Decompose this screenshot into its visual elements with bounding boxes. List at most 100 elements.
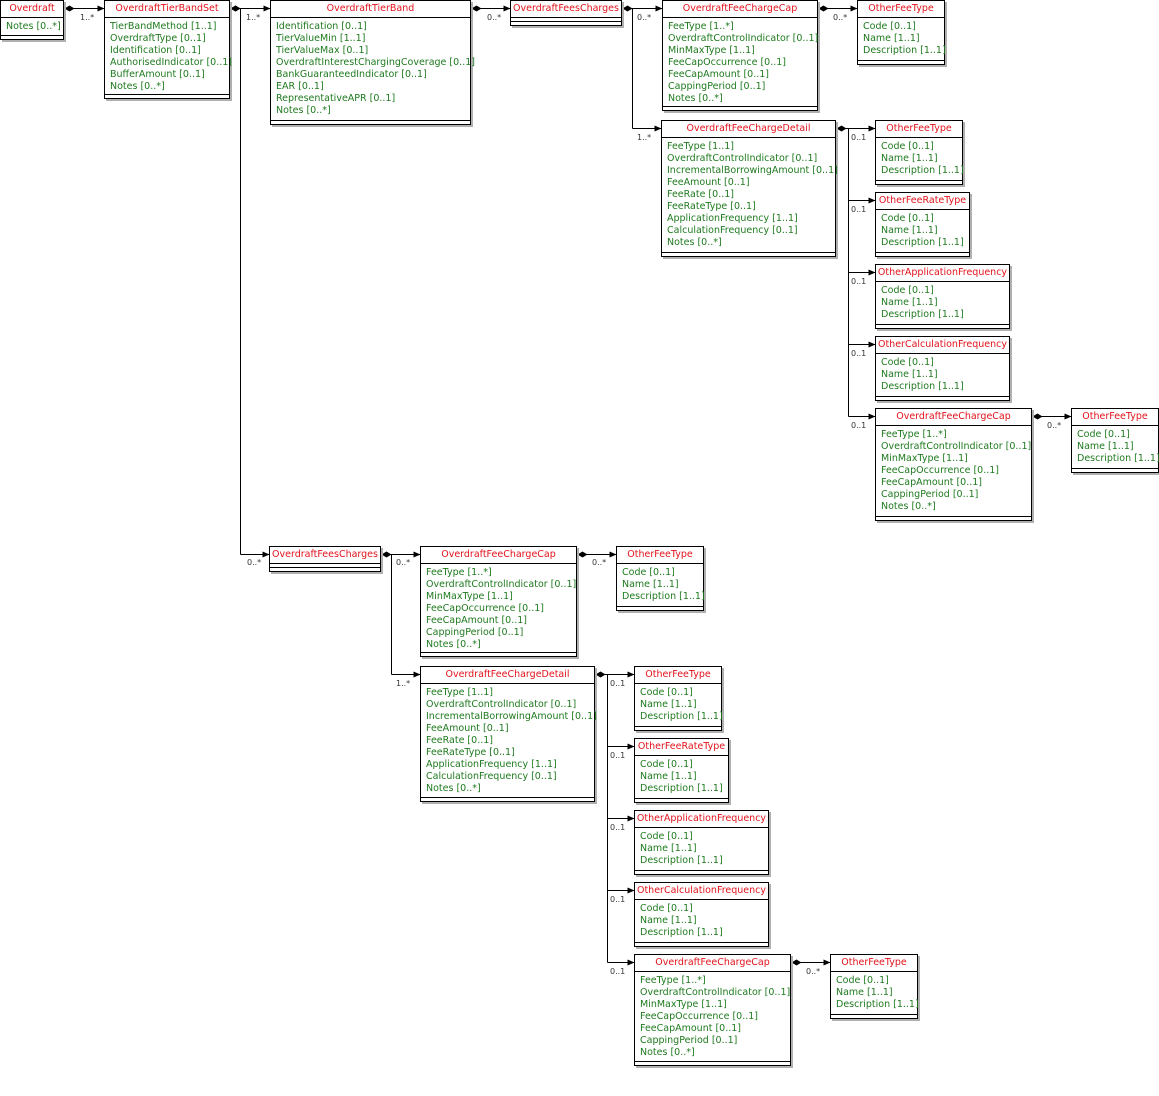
class-attributes: Code [0..1]Name [1..1]Description [1..1] [635,756,728,798]
class-attribute: BufferAmount [0..1] [110,69,205,80]
class-attribute: OverdraftType [0..1] [110,33,206,44]
class-footer-divider [876,324,1009,325]
class-title: OtherApplicationFrequency [876,265,1009,282]
class-title: OverdraftTierBand [271,1,470,18]
class-attribute: Description [1..1] [881,309,964,320]
class-attribute: IncrementalBorrowingAmount [0..1] [667,165,838,176]
multiplicity-label: 0..* [806,967,821,976]
composition-diamond-icon [818,5,829,12]
class-attribute: FeeRateType [0..1] [667,201,756,212]
multiplicity-label: 0..* [833,13,848,22]
class-attribute: FeeCapAmount [0..1] [426,615,528,626]
class-attribute: AuthorisedIndicator [0..1] [110,57,232,68]
arrowhead-icon [627,959,635,966]
class-footer-divider [635,870,768,871]
class-title: OtherFeeType [876,121,962,138]
class-attributes: Code [0..1]Name [1..1]Description [1..1] [635,828,768,870]
composition-diamond-icon [381,551,392,558]
class-footer-divider [876,252,969,253]
class-attribute: Description [1..1] [640,783,723,794]
arrowhead-icon [627,671,635,678]
class-attribute: OverdraftControlIndicator [0..1] [426,579,577,590]
arrowhead-icon [627,743,635,750]
class-attribute: ApplicationFrequency [1..1] [667,213,798,224]
multiplicity-label: 1..* [246,13,261,22]
multiplicity-label: 1..* [396,679,411,688]
class-attribute: FeeCapOccurrence [0..1] [668,57,786,68]
class-attribute: Code [0..1] [640,831,693,842]
arrowhead-icon [627,887,635,894]
class-attribute: OverdraftControlIndicator [0..1] [640,987,791,998]
class-title: OverdraftFeesCharges [270,547,380,564]
class-title: OverdraftFeeChargeCap [421,547,576,564]
arrowhead-icon [503,5,511,12]
class-attribute: Name [1..1] [863,33,920,44]
class-attribute: Notes [0..*] [110,81,165,92]
class-title: OtherFeeType [617,547,703,564]
class-footer-divider [105,94,229,95]
class-attribute: MinMaxType [1..1] [426,591,513,602]
class-attribute: RepresentativeAPR [0..1] [276,93,396,104]
class-attribute: Code [0..1] [881,141,934,152]
class-footer-divider [635,798,728,799]
multiplicity-label: 0..* [396,558,411,567]
multiplicity-label: 0..1 [610,967,626,976]
arrowhead-icon [655,5,663,12]
class-attribute: FeeRate [0..1] [667,189,734,200]
class-attributes: Code [0..1]Name [1..1]Description [1..1] [635,684,723,726]
class-attribute: Identification [0..1] [110,45,201,56]
class-attribute: Name [1..1] [640,843,697,854]
class-box: OverdraftFeesCharges [269,546,381,572]
class-attribute: Code [0..1] [622,567,675,578]
class-attribute: FeeCapOccurrence [0..1] [881,465,999,476]
class-footer-divider [876,516,1031,517]
class-attributes: FeeType [1..*]OverdraftControlIndicator … [663,18,818,108]
class-attribute: ApplicationFrequency [1..1] [426,759,557,770]
multiplicity-label: 0..1 [610,751,626,760]
class-attribute: CappingPeriod [0..1] [881,489,979,500]
class-title: Overdraft [1,1,63,18]
class-title: OtherFeeType [635,667,721,684]
class-attribute: FeeCapAmount [0..1] [640,1023,742,1034]
arrowhead-icon [654,125,662,132]
multiplicity-label: 0..1 [851,277,867,286]
composition-diamond-icon [64,5,75,12]
multiplicity-label: 0..1 [851,205,867,214]
arrowhead-icon [97,5,105,12]
class-attributes: FeeType [1..*]OverdraftControlIndicator … [876,426,1031,516]
class-attribute: Name [1..1] [881,153,938,164]
class-title: OverdraftFeesCharges [511,1,621,18]
class-footer-divider [635,726,721,727]
class-attribute: Notes [0..*] [6,21,61,32]
class-attribute: CappingPeriod [0..1] [668,81,766,92]
class-attributes: Code [0..1]Name [1..1]Description [1..1] [635,900,768,942]
class-footer-divider [876,396,1009,397]
class-footer-divider [876,180,962,181]
class-attribute: FeeAmount [0..1] [667,177,750,188]
class-attribute: MinMaxType [1..1] [668,45,755,56]
class-footer-divider [1072,468,1158,469]
class-attributes: Code [0..1]Name [1..1]Description [1..1] [831,972,919,1014]
class-title: OtherCalculationFrequency [635,883,768,900]
class-attribute: Name [1..1] [640,771,697,782]
class-attribute: TierValueMin [1..1] [276,33,366,44]
composition-diamond-icon [577,551,588,558]
multiplicity-label: 1..* [637,133,652,142]
class-attribute: Description [1..1] [622,591,705,602]
class-attribute: FeeRate [0..1] [426,735,493,746]
class-title: OverdraftFeeChargeCap [663,1,817,18]
class-footer-divider [421,652,576,653]
class-attributes: Code [0..1]Name [1..1]Description [1..1] [876,282,1009,324]
class-attribute: CalculationFrequency [0..1] [667,225,798,236]
arrowhead-icon [609,551,617,558]
class-attribute: Name [1..1] [640,699,697,710]
